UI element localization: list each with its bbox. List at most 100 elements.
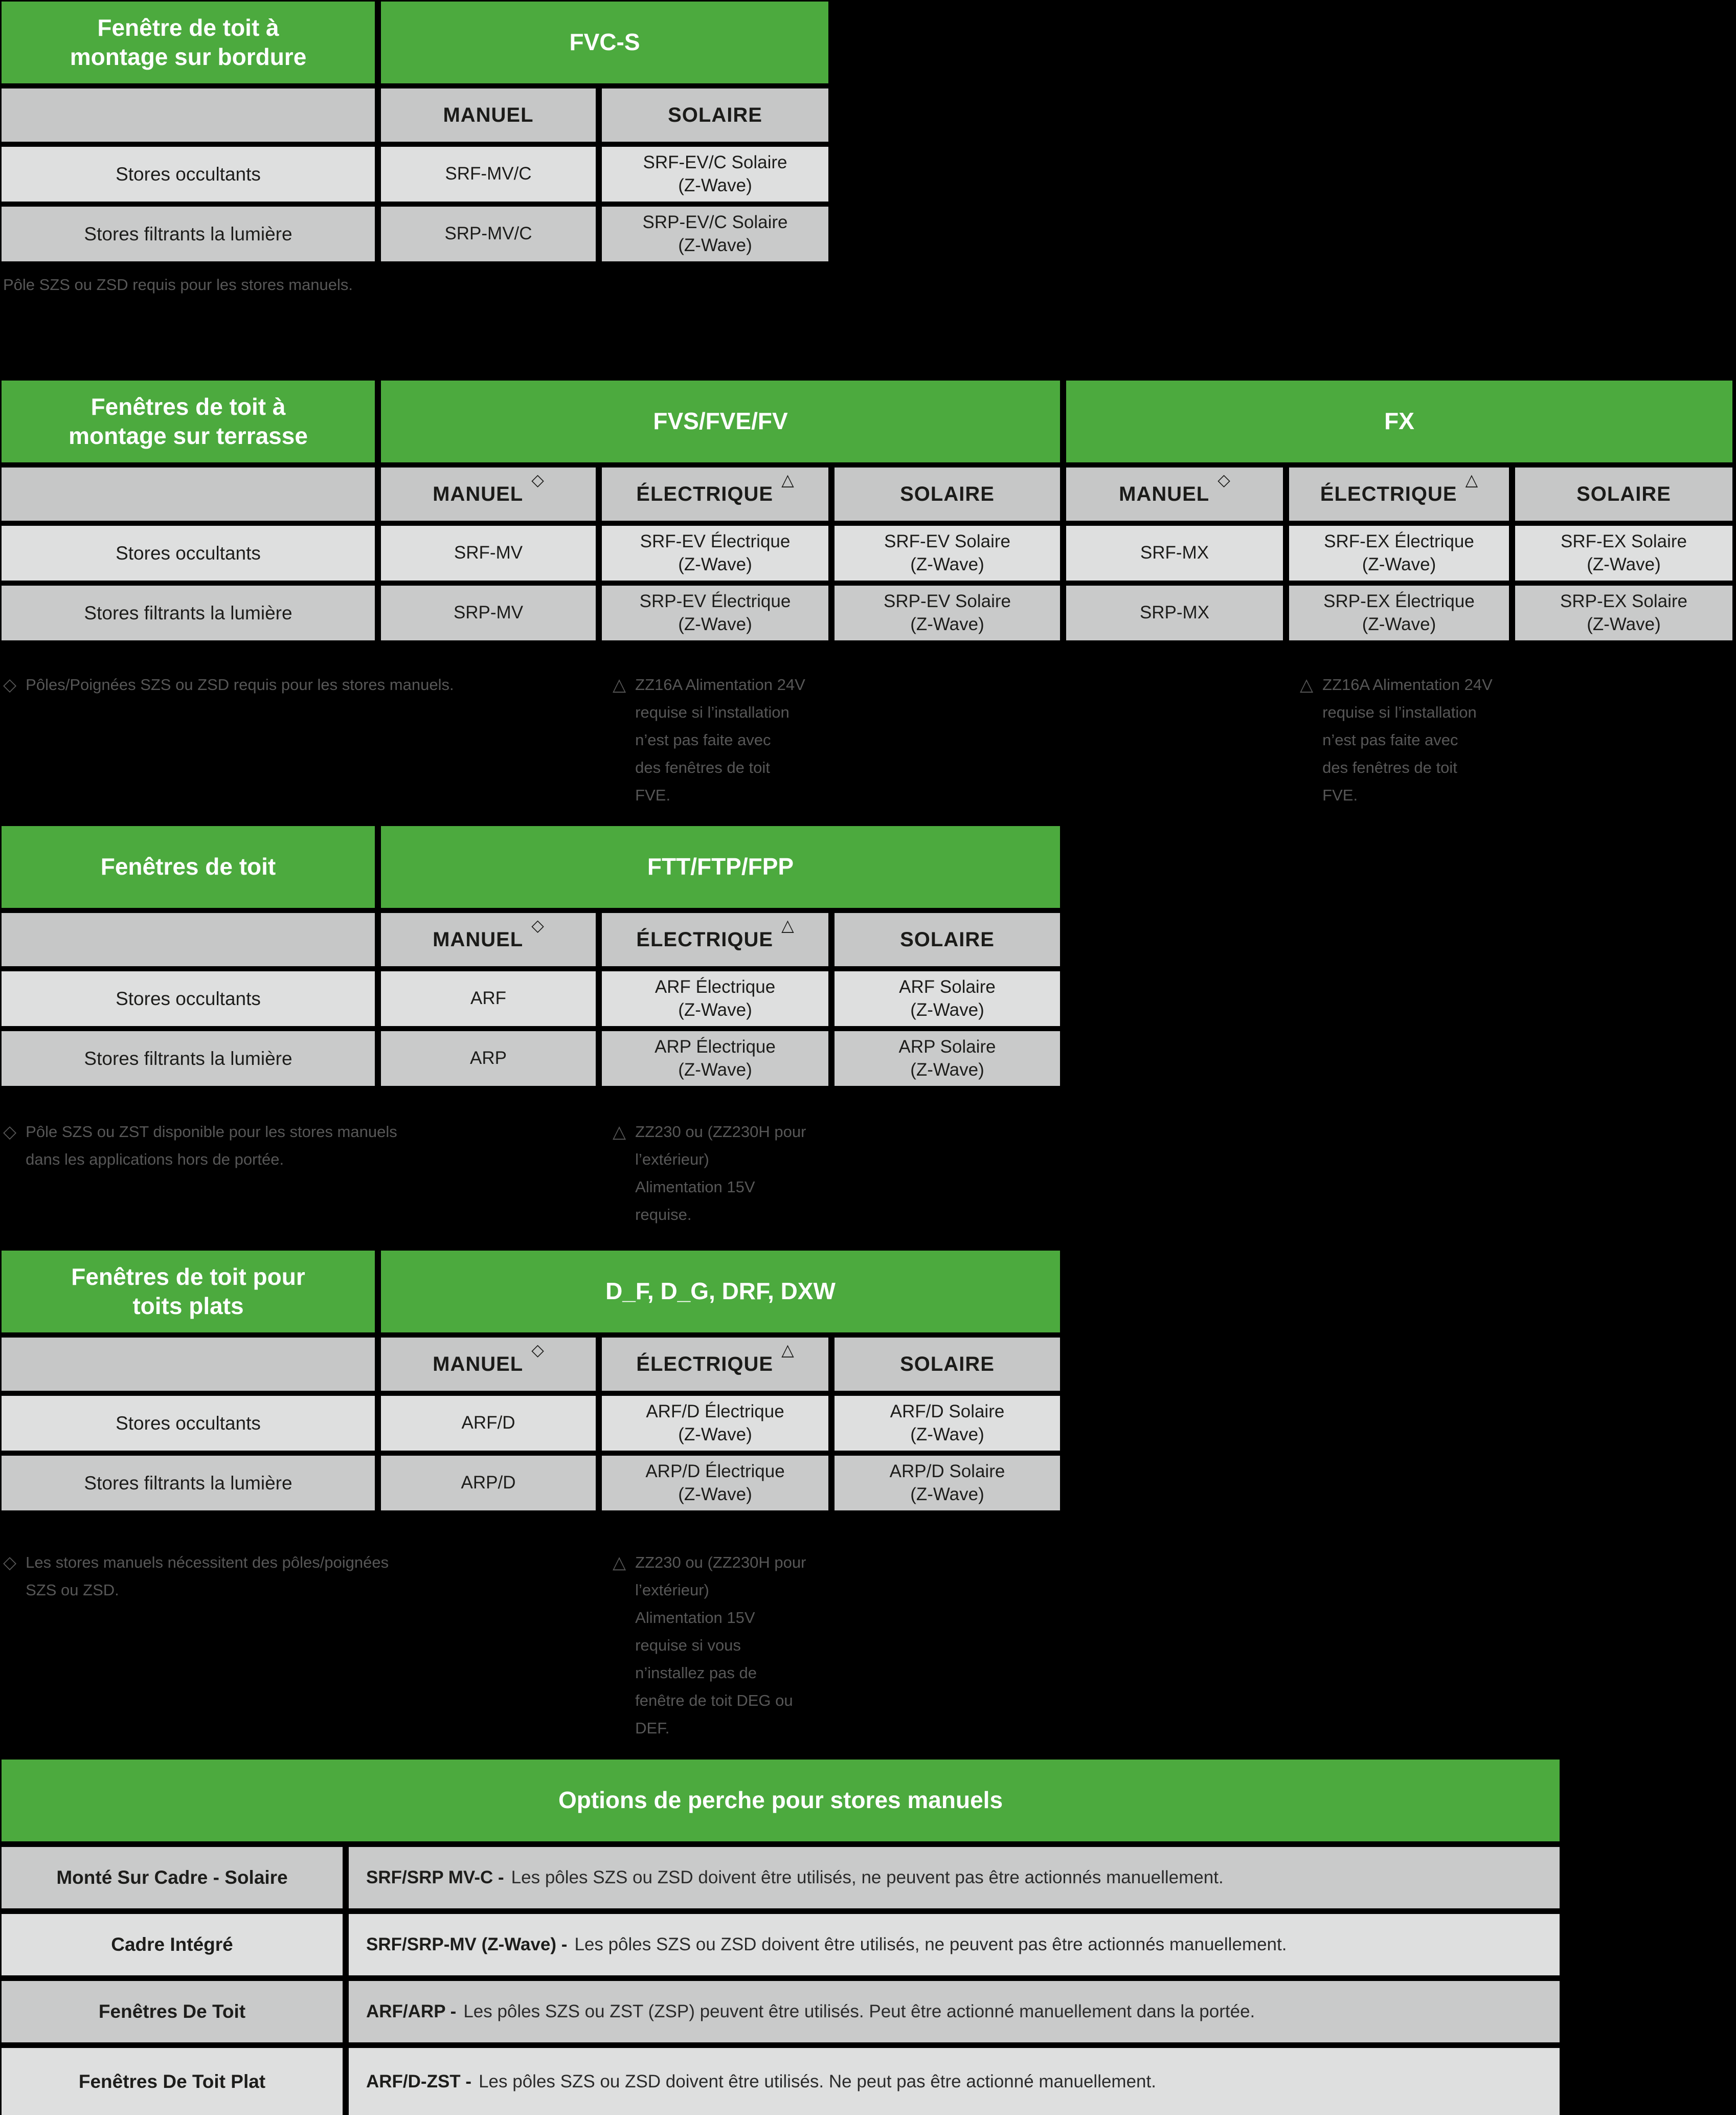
table-header-row: Options de perche pour stores manuels [2, 1760, 1560, 1841]
row-light-filtering-blinds: Stores filtrants la lumière ARP ARP Élec… [2, 1031, 1060, 1086]
row-label-cell: Stores occultants [2, 147, 375, 202]
value-cell: ARF Électrique (Z-Wave) [602, 971, 828, 1026]
diamond-icon: ◇ [531, 471, 544, 489]
row-label-cell: Stores filtrants la lumière [2, 586, 375, 640]
row-light-filtering-blinds: Stores filtrants la lumière SRP-MV SRP-E… [2, 586, 1732, 640]
row-description-cell: ARF/D-ZST - Les pôles SZS ou ZSD doivent… [349, 2048, 1560, 2115]
column-header-manual-fx: MANUEL ◇ [1066, 467, 1283, 521]
group-header-fvcs: FVC-S [381, 2, 828, 83]
value-cell: SRF-MV/C [381, 147, 596, 202]
footnote-flat-diamond: ◇ Les stores manuels nécessitent des pôl… [3, 1549, 555, 1604]
table-title: Fenêtre de toit à montage sur bordure [70, 14, 307, 70]
triangle-icon: △ [781, 916, 794, 934]
row-skylights: Fenêtres De Toit ARF/ARP - Les pôles SZS… [2, 1981, 1560, 2042]
diamond-icon: ◇ [3, 675, 17, 695]
diamond-icon: ◇ [3, 1553, 17, 1572]
column-header-electric-fx: ÉLECTRIQUE △ [1289, 467, 1509, 521]
value-cell: SRP-MX [1066, 586, 1283, 640]
row-light-filtering-blinds: Stores filtrants la lumière SRP-MV/C SRP… [2, 207, 828, 261]
triangle-icon: △ [613, 675, 626, 695]
table-title-cell: Fenêtres de toit [2, 826, 375, 908]
row-label-cell: Stores filtrants la lumière [2, 1456, 375, 1510]
value-cell: SRF-EV Électrique (Z-Wave) [602, 526, 828, 581]
column-header-row: MANUEL ◇ ÉLECTRIQUE △ SOLAIRE [2, 913, 1060, 966]
row-blackout-blinds: Stores occultants SRF-MV SRF-EV Électriq… [2, 526, 1732, 581]
column-header-manual: MANUEL ◇ [381, 467, 596, 521]
row-label-cell: Stores filtrants la lumière [2, 207, 375, 261]
group-header-ftt-ftp-fpp: FTT/FTP/FPP [381, 826, 1060, 908]
triangle-icon: △ [1465, 471, 1478, 489]
value-cell: SRP-EV Solaire (Z-Wave) [835, 586, 1060, 640]
group-header-fvs-fve-fv: FVS/FVE/FV [381, 381, 1060, 462]
column-header-solar: SOLAIRE [602, 88, 828, 142]
triangle-icon: △ [781, 1341, 794, 1359]
column-header-solar: SOLAIRE [835, 467, 1060, 521]
value-cell: ARF/D Électrique (Z-Wave) [602, 1396, 828, 1451]
table-title-cell: Fenêtre de toit à montage sur bordure [2, 2, 375, 83]
footnote-curb: Pôle SZS ou ZSD requis pour les stores m… [3, 276, 353, 294]
value-cell: ARF Solaire (Z-Wave) [835, 971, 1060, 1026]
column-header-electric: ÉLECTRIQUE △ [602, 467, 828, 521]
row-integrated-frame: Cadre Intégré SRF/SRP-MV (Z-Wave) - Les … [2, 1914, 1560, 1975]
triangle-icon: △ [613, 1553, 626, 1572]
column-header-manual: MANUEL ◇ [381, 913, 596, 966]
table-title-cell: Options de perche pour stores manuels [2, 1760, 1560, 1841]
diamond-icon: ◇ [3, 1122, 17, 1142]
table-skylights: Fenêtres de toit FTT/FTP/FPP MANUEL ◇ ÉL… [2, 826, 1060, 1086]
corner-cell [2, 467, 375, 521]
footnote-skylight-diamond: ◇ Pôle SZS ou ZST disponible pour les st… [3, 1118, 555, 1173]
value-cell: ARP/D [381, 1456, 596, 1510]
corner-cell [2, 1338, 375, 1391]
row-blackout-blinds: Stores occultants ARF/D ARF/D Électrique… [2, 1396, 1060, 1451]
row-label-cell: Monté Sur Cadre - Solaire [2, 1847, 343, 1908]
group-header-fx: FX [1066, 381, 1732, 462]
row-label-cell: Fenêtres De Toit [2, 1981, 343, 2042]
value-cell: SRP-MV/C [381, 207, 596, 261]
value-cell: ARF/D [381, 1396, 596, 1451]
column-header-row: MANUEL ◇ ÉLECTRIQUE △ SOLAIRE [2, 1338, 1060, 1391]
table-title-cell: Fenêtres de toit à montage sur terrasse [2, 381, 375, 462]
table-flat-roof: Fenêtres de toit pour toits plats D_F, D… [2, 1251, 1060, 1510]
row-description-cell: ARF/ARP - Les pôles SZS ou ZST (ZSP) peu… [349, 1981, 1560, 2042]
value-cell: ARP [381, 1031, 596, 1086]
value-cell: ARP/D Solaire (Z-Wave) [835, 1456, 1060, 1510]
corner-cell [2, 88, 375, 142]
table-title: Fenêtres de toit pour toits plats [71, 1263, 305, 1319]
row-frame-mounted-solar: Monté Sur Cadre - Solaire SRF/SRP MV-C -… [2, 1847, 1560, 1908]
diamond-icon: ◇ [531, 916, 544, 934]
column-header-electric: ÉLECTRIQUE △ [602, 913, 828, 966]
value-cell: ARP Solaire (Z-Wave) [835, 1031, 1060, 1086]
table-header-row: Fenêtres de toit pour toits plats D_F, D… [2, 1251, 1060, 1332]
value-cell: SRP-EV Électrique (Z-Wave) [602, 586, 828, 640]
triangle-icon: △ [781, 471, 794, 489]
table-curb-mount: Fenêtre de toit à montage sur bordure FV… [2, 2, 828, 261]
value-cell: SRF-EX Électrique (Z-Wave) [1289, 526, 1509, 581]
row-flat-roof-skylights: Fenêtres De Toit Plat ARF/D-ZST - Les pô… [2, 2048, 1560, 2115]
value-cell: ARF/D Solaire (Z-Wave) [835, 1396, 1060, 1451]
diamond-icon: ◇ [531, 1341, 544, 1359]
table-title: Fenêtres de toit à montage sur terrasse [69, 393, 308, 449]
value-cell: SRF-EV Solaire (Z-Wave) [835, 526, 1060, 581]
table-header-row: Fenêtres de toit FTT/FTP/FPP [2, 826, 1060, 908]
column-header-row: MANUEL ◇ ÉLECTRIQUE △ SOLAIRE MANUEL ◇ É… [2, 467, 1732, 521]
triangle-icon: △ [613, 1122, 626, 1142]
value-cell: SRF-MV [381, 526, 596, 581]
row-label-cell: Stores filtrants la lumière [2, 1031, 375, 1086]
footnote-deck-triangle-fvs: △ ZZ16A Alimentation 24V requise si l’in… [613, 671, 832, 809]
column-header-solar-fx: SOLAIRE [1515, 467, 1732, 521]
table-pole-options: Options de perche pour stores manuels Mo… [2, 1760, 1560, 2115]
footnote-deck-triangle-fx: △ ZZ16A Alimentation 24V requise si l’in… [1300, 671, 1520, 809]
row-label-cell: Cadre Intégré [2, 1914, 343, 1975]
value-cell: ARP Électrique (Z-Wave) [602, 1031, 828, 1086]
column-header-solar: SOLAIRE [835, 1338, 1060, 1391]
row-label-cell: Stores occultants [2, 971, 375, 1026]
row-blackout-blinds: Stores occultants SRF-MV/C SRF-EV/C Sola… [2, 147, 828, 202]
row-light-filtering-blinds: Stores filtrants la lumière ARP/D ARP/D … [2, 1456, 1060, 1510]
row-description-cell: SRF/SRP-MV (Z-Wave) - Les pôles SZS ou Z… [349, 1914, 1560, 1975]
row-blackout-blinds: Stores occultants ARF ARF Électrique (Z-… [2, 971, 1060, 1026]
row-label-cell: Stores occultants [2, 526, 375, 581]
column-header-row: MANUEL SOLAIRE [2, 88, 828, 142]
value-cell: SRP-EV/C Solaire (Z-Wave) [602, 207, 828, 261]
table-title: Fenêtres de toit [100, 853, 276, 880]
